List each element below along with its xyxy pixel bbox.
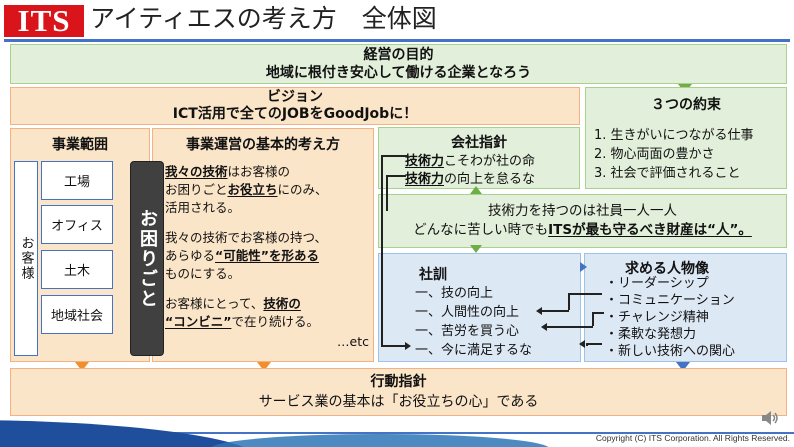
arrow-down-icon [676,362,690,371]
connector-line [381,155,407,157]
arrow-right-icon [405,342,411,350]
connector-line [381,345,407,347]
basic-concept-box: 事業運営の基本的考え方 我々の技術はお客様の お困りごとお役立ちにのみ、 活用さ… [152,128,374,362]
connector-line [586,343,602,345]
vision-title: ビジョン [267,89,323,105]
management-goal-box: 経営の目的 地域に根付き安心して働ける企業となろう [10,44,787,84]
business-scope-title: 事業範囲 [52,137,108,153]
guideline-line-2: 技術力の向上を怠るな [405,172,536,187]
motto-item: 一、苦労を買う心 [415,324,520,339]
business-scope-box: 事業範囲 お客様 工場 オフィス 土木 地域社会 お困りごと [10,128,164,362]
copyright: Copyright (C) ITS Corporation. All Right… [595,433,790,443]
company-motto-title: 社訓 [419,267,447,283]
connector-line [586,345,588,346]
connector-line [592,312,594,326]
arrow-left-icon [536,307,542,315]
guideline-line-1: 技術力こそわが社の命 [405,154,536,169]
action-guideline-title: 行動指針 [370,374,427,390]
ideal-person-box: 求める人物像 ・リーダーシップ ・コミュニケーション ・チャレンジ精神 ・柔軟な… [584,253,787,362]
concept-paragraph-1: 我々の技術はお客様の お困りごとお役立ちにのみ、 活用される。 [165,164,328,215]
concept-paragraph-3: お客様にとって、技術の “コンビニ”で在り続ける。 [165,296,319,329]
connector-line [386,175,388,211]
customer-label: お客様 [18,236,34,281]
promise-item: 1. 生きがいにつながる仕事 [594,128,754,143]
motto-item: 一、人間性の向上 [415,305,520,320]
action-guideline-text: サービス業の基本は「お役立ちの心」である [258,394,539,410]
connector-line [386,175,406,177]
footer-stripe [0,432,794,434]
connector-line [540,310,569,312]
person-item: ・柔軟な発想力 [605,327,697,342]
ideal-person-title: 求める人物像 [625,261,709,277]
basic-concept-title: 事業運営の基本的考え方 [186,137,340,153]
arrow-left-icon [541,323,547,331]
three-promises-title: ３つの約束 [651,97,721,113]
logo-text: ITS [17,3,71,38]
motto-item: 一、今に満足するな [415,343,533,358]
basic-concept-body: 我々の技術はお客様の お困りごとお役立ちにのみ、 活用される。 我々の技術でお客… [165,163,371,351]
three-promises-box: ３つの約束 1. 生きがいにつながる仕事 2. 物心両面の豊かさ 3. 社会で評… [585,87,787,189]
concept-etc: …etc [337,334,369,349]
company-guideline-box: 会社指針 技術力こそわが社の命 技術力の向上を怠るな [378,127,580,189]
vision-box: ビジョン ICT活用で全てのJOBをGoodJobに！ [10,87,580,125]
promise-item: 2. 物心両面の豊かさ [594,147,715,162]
company-guideline-title: 会社指針 [451,135,507,151]
scope-item-community: 地域社会 [41,295,113,334]
company-motto-box: 社訓 一、技の向上 一、人間性の向上 一、苦労を買う心 一、今に満足するな [378,253,581,362]
arrow-left-icon [579,340,585,348]
vision-text: ICT活用で全てのJOBをGoodJobに！ [172,106,418,122]
person-item: ・新しい技術への関心 [605,344,736,359]
connector-line [545,326,593,328]
customer-label-box: お客様 [14,161,38,356]
company-motto-list: 一、技の向上 一、人間性の向上 一、苦労を買う心 一、今に満足するな [415,284,532,360]
scope-item-civil: 土木 [41,250,113,289]
speaker-icon[interactable] [760,408,780,428]
promise-item: 3. 社会で評価されること [594,166,741,181]
person-item: ・チャレンジ精神 [605,310,709,325]
asset-line-2: どんなに苦しい時でもITSが最も守るべき財産は“人”。 [413,222,752,238]
arrow-down-icon [470,245,482,253]
action-guideline-box: 行動指針 サービス業の基本は「お役立ちの心」である [10,368,787,416]
header-divider [4,39,790,42]
motto-item: 一、技の向上 [415,286,494,301]
management-goal-text: 地域に根付き安心して働ける企業となろう [265,65,532,81]
three-promises-list: 1. 生きがいにつながる仕事 2. 物心両面の豊かさ 3. 社会で評価されること [594,126,754,183]
person-item: ・コミュニケーション [605,293,735,308]
arrow-down-icon [257,362,271,371]
footer-band [0,420,794,447]
management-goal-title: 経営の目的 [363,47,434,63]
people-asset-box: 技術力を持つのは社員一人一人 どんなに苦しい時でもITSが最も守るべき財産は“人… [378,194,787,248]
scope-item-factory: 工場 [41,161,113,200]
connector-line [568,293,602,295]
concept-paragraph-2: 我々の技術でお客様の持つ、 あらゆる“可能性”を形ある ものにする。 [165,230,328,281]
company-logo: ITS [4,5,84,37]
header: ITS アイティエスの考え方 全体図 [0,0,794,40]
troubles-label: お困りごと [137,208,158,309]
arrow-down-icon [75,362,89,371]
asset-line-1: 技術力を持つのは社員一人一人 [488,203,677,219]
ideal-person-list: ・リーダーシップ ・コミュニケーション ・チャレンジ精神 ・柔軟な発想力 ・新し… [605,275,735,360]
arrow-right-icon [580,262,587,272]
scope-item-office: オフィス [41,205,113,244]
arrow-up-icon [470,186,482,194]
troubles-label-box: お困りごと [130,161,164,356]
page-title: アイティエスの考え方 全体図 [90,4,437,33]
footer-wave [210,434,550,447]
connector-line [381,155,383,345]
connector-line [568,293,570,310]
connector-line [592,312,604,314]
person-item: ・リーダーシップ [605,276,709,291]
